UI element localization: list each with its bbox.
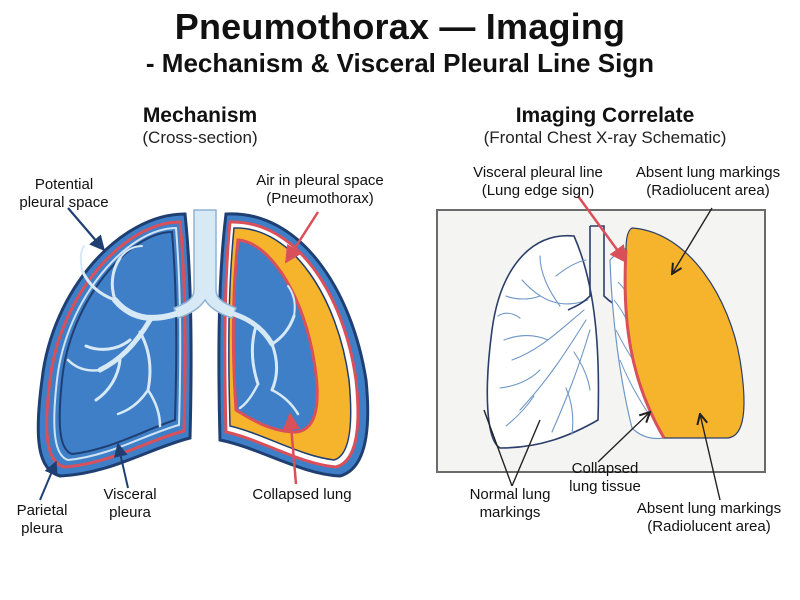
trachea xyxy=(173,209,237,319)
label-visceral-pleural-line: Visceral pleural line(Lung edge sign) xyxy=(473,164,603,199)
label-absent-markings-bottom: Absent lung markings(Radiolucent area) xyxy=(636,500,782,535)
left-panel-subheading: (Cross-section) xyxy=(142,128,258,147)
page-title: Pneumothorax — Imaging xyxy=(174,6,626,47)
arrow-collapsed-tissue xyxy=(597,412,650,463)
normal-lung-markings xyxy=(497,255,591,435)
arrow-air-space xyxy=(284,211,320,264)
arrow-normal-2 xyxy=(511,419,541,487)
arrow-normal-1 xyxy=(483,409,513,487)
right-panel-subheading: (Frontal Chest X-ray Schematic) xyxy=(483,128,727,147)
mechanism-diagram xyxy=(36,207,370,501)
arrow-absent-bottom xyxy=(700,414,721,501)
visceral-pleural-line xyxy=(623,249,666,439)
left-bronchial-tree xyxy=(66,245,179,428)
right-panel-heading: Imaging Correlate xyxy=(515,104,695,127)
right-bronchial-tree xyxy=(231,285,300,416)
arrow-parietal xyxy=(39,460,58,501)
arrow-absent-top xyxy=(672,207,713,274)
xray-schematic xyxy=(436,195,766,501)
arrow-visceral xyxy=(113,442,129,489)
arrow-collapsed xyxy=(282,412,301,485)
arrow-pleural-line xyxy=(576,195,628,264)
normal-lung-outline xyxy=(486,235,600,449)
label-air-space: Air in pleural space(Pneumothorax) xyxy=(256,172,384,207)
label-collapsed-lung: Collapsed lung xyxy=(252,486,352,503)
page-subtitle: - Mechanism & Visceral Pleural Line Sign xyxy=(145,48,655,78)
label-absent-markings-top: Absent lung markings(Radiolucent area) xyxy=(635,164,781,199)
left-panel-heading: Mechanism xyxy=(142,104,258,127)
arrow-potential-space xyxy=(67,207,106,252)
